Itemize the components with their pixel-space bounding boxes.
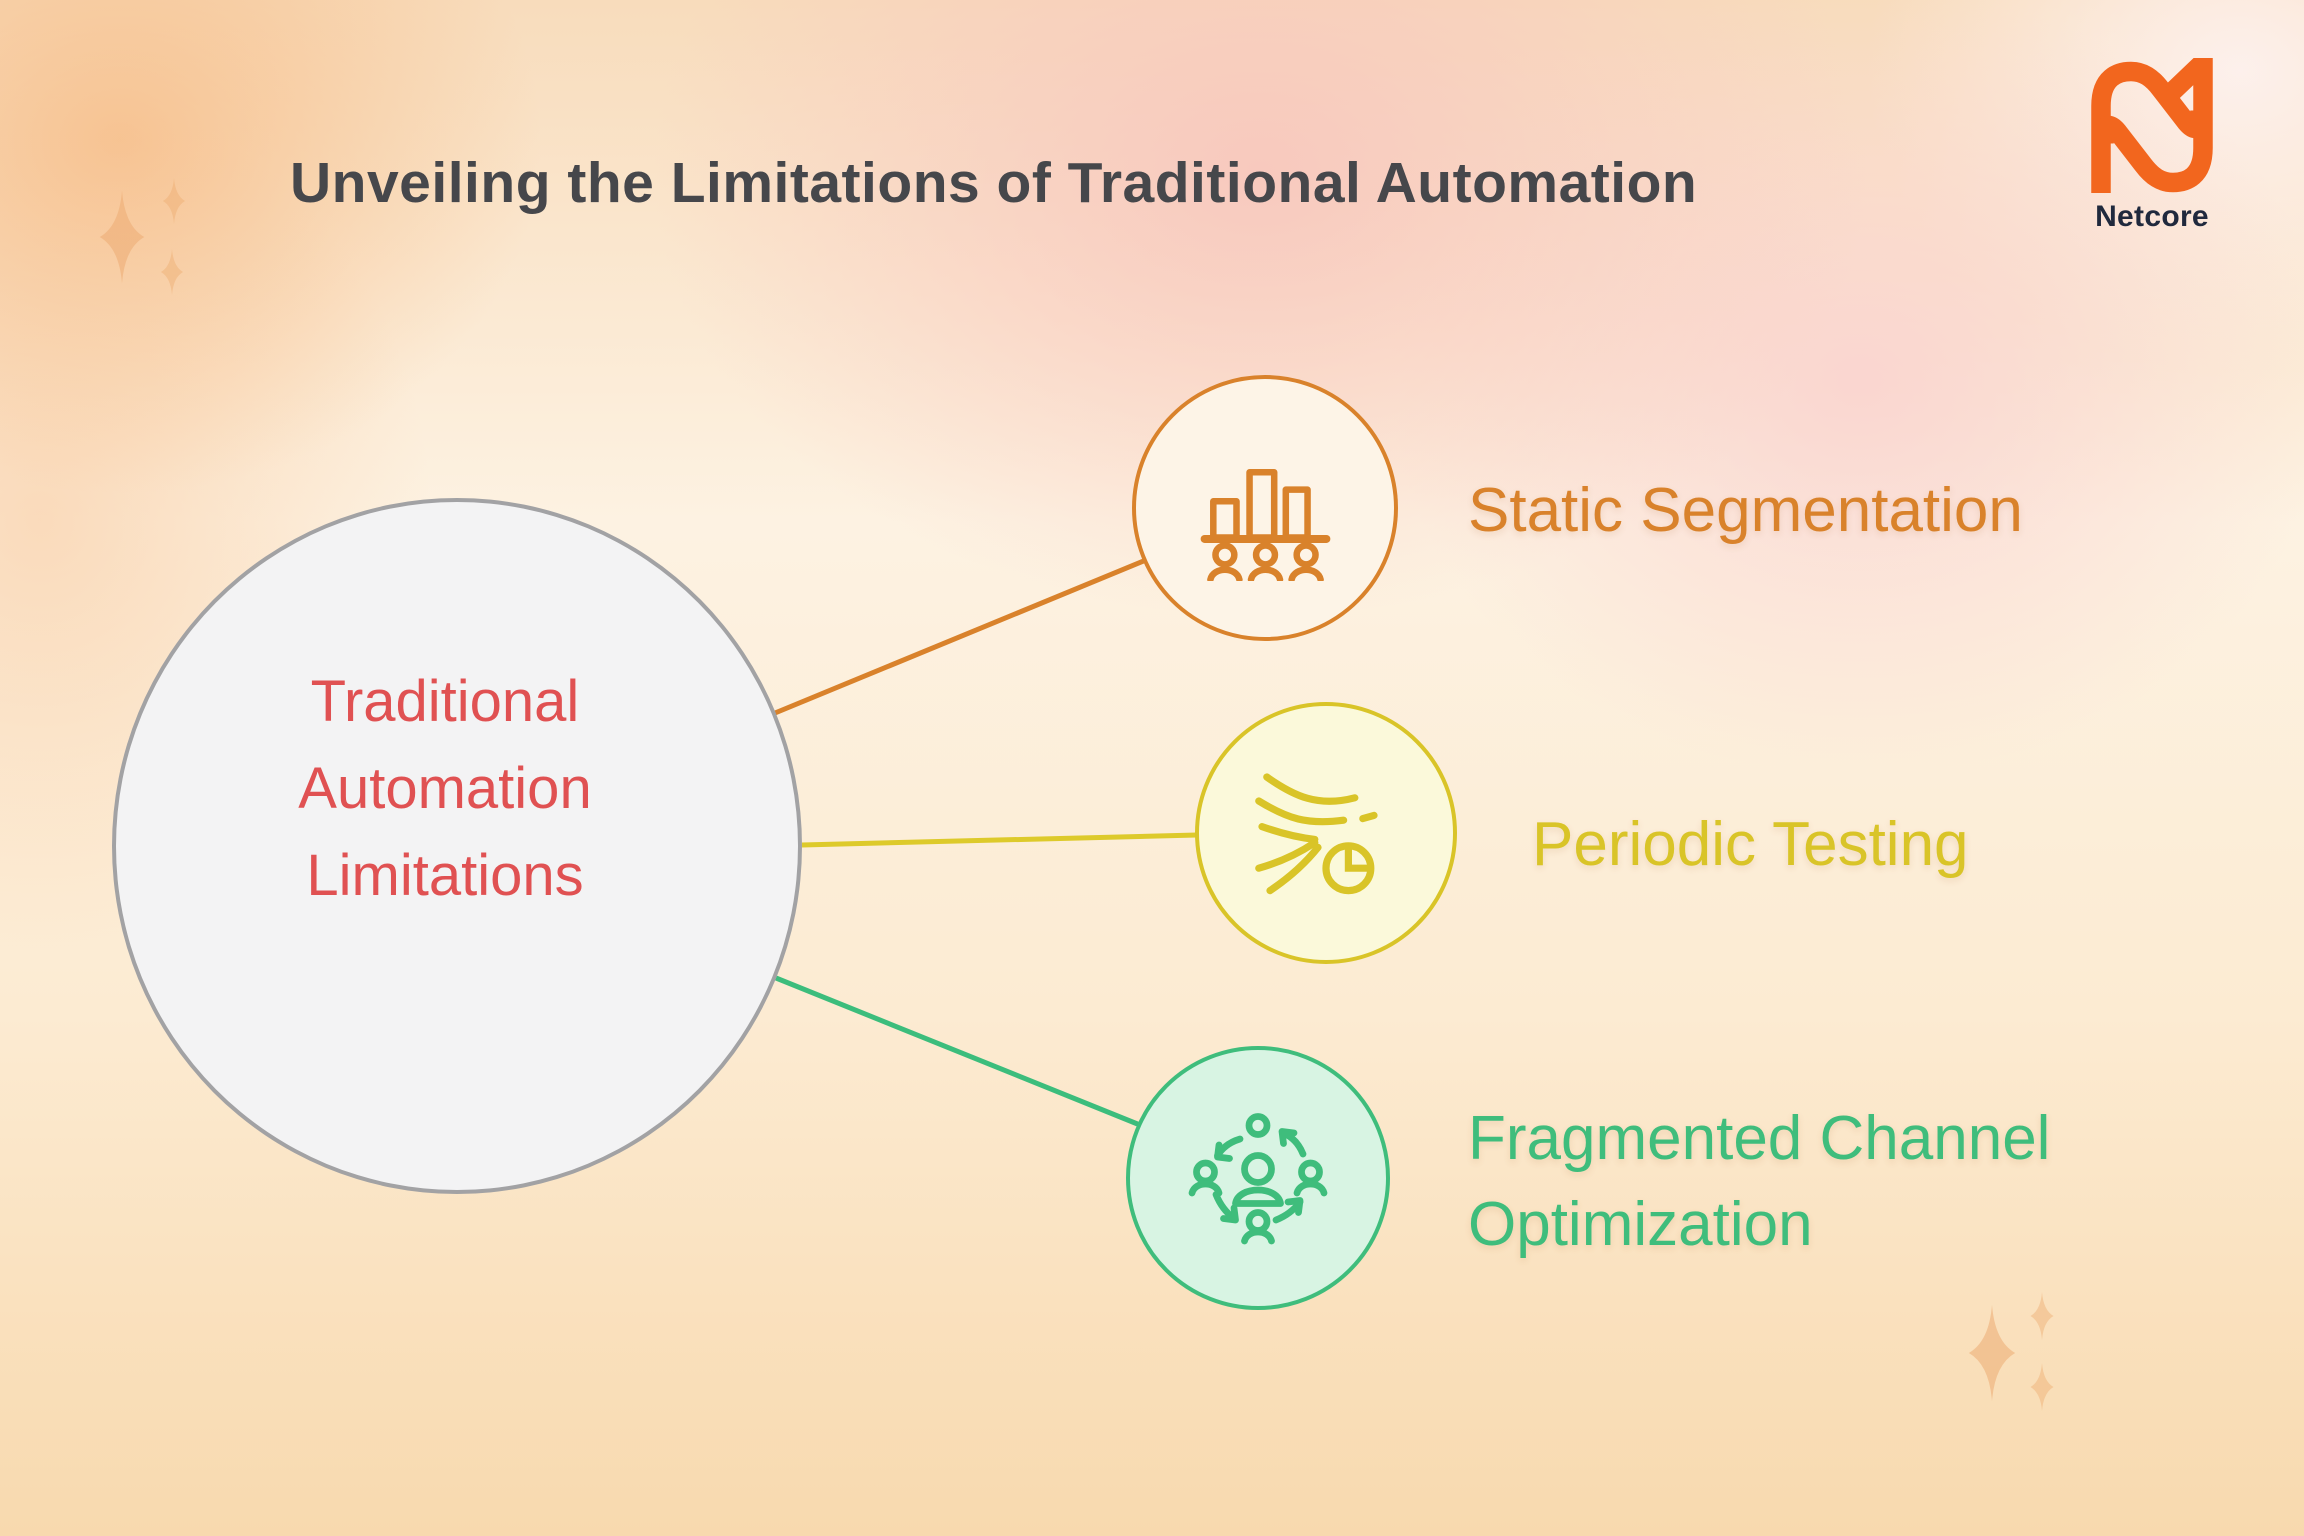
brand-logo: Netcore bbox=[2072, 58, 2232, 234]
center-node-label-line: Automation bbox=[298, 756, 592, 821]
center-node-circle bbox=[112, 498, 802, 1194]
brand-name: Netcore bbox=[2095, 200, 2209, 233]
node-periodic-testing bbox=[1195, 702, 1457, 964]
node-label-periodic-testing: Periodic Testing bbox=[1532, 810, 1969, 879]
netcore-n-icon bbox=[2091, 58, 2213, 193]
center-node-label-line: Traditional bbox=[310, 669, 580, 734]
node-label-fragmented-channel-optimization: Fragmented Channel Optimization bbox=[1468, 1104, 2051, 1259]
connector-fragmented-channel bbox=[775, 975, 1141, 1128]
center-node-label-line: Limitations bbox=[306, 843, 584, 908]
node-static-segmentation bbox=[1132, 375, 1398, 641]
people-network-arrows-icon bbox=[1188, 1113, 1328, 1245]
node-fragmented-channel-optimization bbox=[1126, 1046, 1390, 1310]
center-node-label: Traditional Automation Limitations bbox=[95, 658, 795, 919]
page-title: Unveiling the Limitations of Traditional… bbox=[290, 151, 1698, 215]
connector-static-segmentation bbox=[774, 557, 1147, 716]
node-label-static-segmentation: Static Segmentation bbox=[1468, 476, 2023, 545]
flow-lines-clock-icon bbox=[1255, 773, 1378, 895]
connector-periodic-testing bbox=[801, 832, 1198, 848]
bar-chart-audience-icon bbox=[1200, 468, 1330, 581]
